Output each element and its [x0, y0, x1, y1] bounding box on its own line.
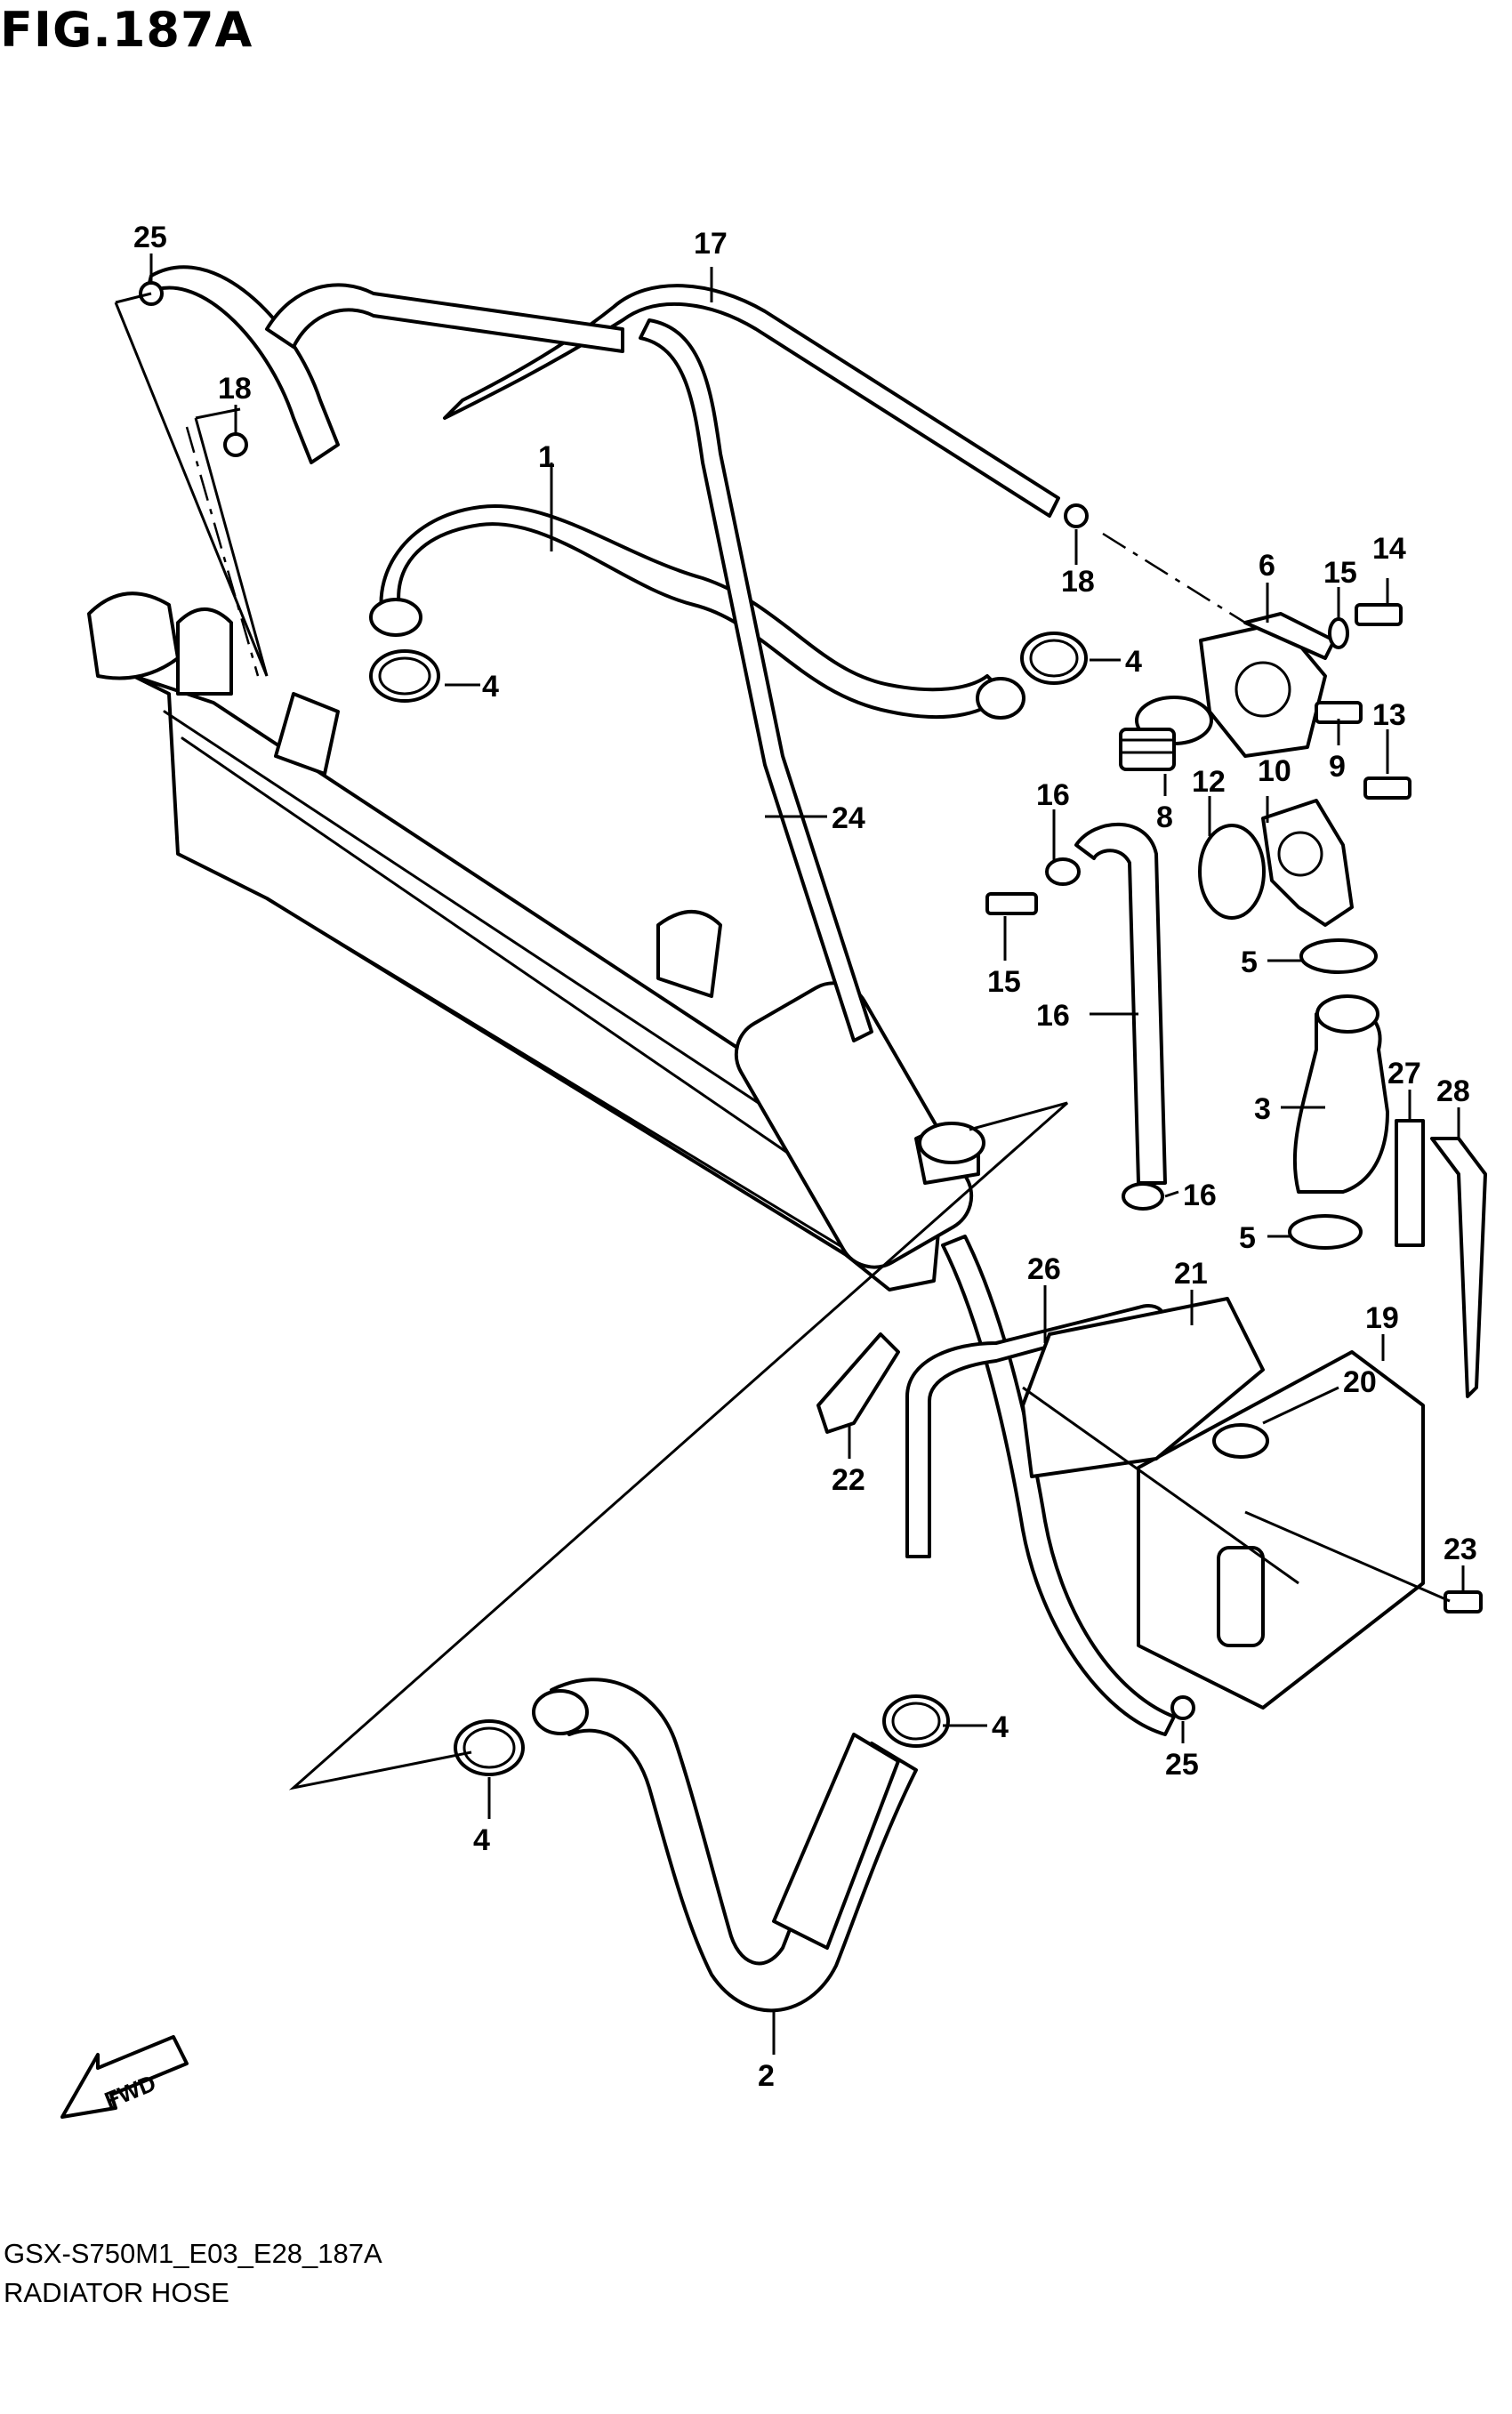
hose-17: [443, 284, 1060, 518]
callout-28: 28: [1436, 1074, 1470, 1108]
callout-4-lower-left: 4: [473, 1823, 490, 1857]
callout-12: 14: [1372, 532, 1406, 566]
callout-5-lower: 5: [1239, 1221, 1256, 1255]
bolt-11: [1363, 777, 1411, 800]
bolt-12: [1355, 603, 1403, 626]
bracket-21: [1021, 1297, 1265, 1478]
cap-20: [1212, 1423, 1269, 1459]
clamp-4-upper-left: [369, 649, 440, 703]
clamp-16-upper: [1045, 857, 1081, 886]
figure-code: GSX-S750M1_E03_E28_187A: [4, 2238, 382, 2269]
reservoir-tank-19: [1137, 1350, 1425, 1710]
clamp-4-lower-left: [454, 1719, 525, 1776]
callout-21: 21: [1174, 1257, 1208, 1291]
callout-22: 22: [832, 1463, 865, 1497]
washer-13: [1328, 617, 1349, 649]
callout-17: 17: [694, 227, 728, 261]
callout-11: 13: [1372, 698, 1406, 732]
clamp-5-lower: [1288, 1214, 1363, 1250]
callout-16-lower: 16: [1183, 1179, 1217, 1212]
callout-4-lower-right: 4: [992, 1710, 1009, 1744]
hose-1: [379, 503, 1007, 720]
callout-4-upper-left: 4: [482, 670, 499, 704]
callout-20: 20: [1343, 1365, 1377, 1399]
bolt-14: [985, 892, 1038, 915]
clamp-16-lower: [1122, 1182, 1164, 1211]
callout-labels: 25 18 1 17 18 4 4 24 6 15 14 9 13 10 12 …: [133, 221, 1477, 2093]
figure-title: FIG.187A: [0, 2, 253, 58]
callout-5-upper: 5: [1241, 945, 1258, 979]
clamp-4-lower-right: [882, 1694, 950, 1748]
callout-7: 8: [1156, 801, 1173, 834]
clamp-5-upper: [1299, 938, 1378, 974]
hose-3: [1292, 1005, 1389, 1194]
fwd-direction-arrow: FWD: [60, 2035, 189, 2119]
callout-25-bottom: 25: [1165, 1748, 1199, 1782]
callout-26: 26: [1027, 1252, 1061, 1286]
callout-27: 27: [1387, 1057, 1421, 1090]
callout-6: 6: [1259, 549, 1275, 583]
hose-24: [639, 318, 873, 1042]
gasket-10: [1198, 824, 1266, 920]
callout-2: 2: [758, 2059, 775, 2093]
bolt-23: [1444, 1590, 1483, 1613]
callout-9: 10: [1258, 754, 1291, 788]
clamp-4-upper-right: [1020, 632, 1088, 685]
callout-23: 23: [1444, 1533, 1477, 1566]
callout-14: 15: [987, 965, 1021, 999]
callout-18-left: 18: [218, 372, 252, 406]
callout-4-upper-right: 4: [1125, 645, 1142, 679]
thermostat-7: [1119, 696, 1213, 771]
callout-13: 15: [1323, 556, 1357, 590]
callout-8: 9: [1329, 750, 1346, 784]
callout-19: 19: [1365, 1301, 1399, 1335]
callout-15: 16: [1036, 999, 1070, 1033]
callout-16-upper: 16: [1036, 778, 1070, 812]
clamp-22: [816, 1332, 900, 1434]
holder-27: [1395, 1119, 1425, 1247]
clip-25-bottom: [1170, 1695, 1195, 1720]
figure-caption: RADIATOR HOSE: [4, 2277, 229, 2308]
callout-18-right: 18: [1061, 565, 1095, 599]
callout-25-top: 25: [133, 221, 167, 254]
clip-18-left: [223, 432, 248, 457]
tie-28: [1430, 1137, 1487, 1398]
callout-24: 24: [832, 801, 865, 835]
hose-15: [1074, 822, 1167, 1185]
leader-lines: [149, 253, 1465, 2055]
callout-1: 1: [538, 440, 555, 474]
thermostat-cover-9: [1261, 799, 1354, 927]
callout-10: 12: [1192, 765, 1226, 799]
clip-18-right: [1064, 503, 1089, 528]
callout-3: 3: [1254, 1092, 1271, 1126]
radiator: [87, 591, 985, 1291]
